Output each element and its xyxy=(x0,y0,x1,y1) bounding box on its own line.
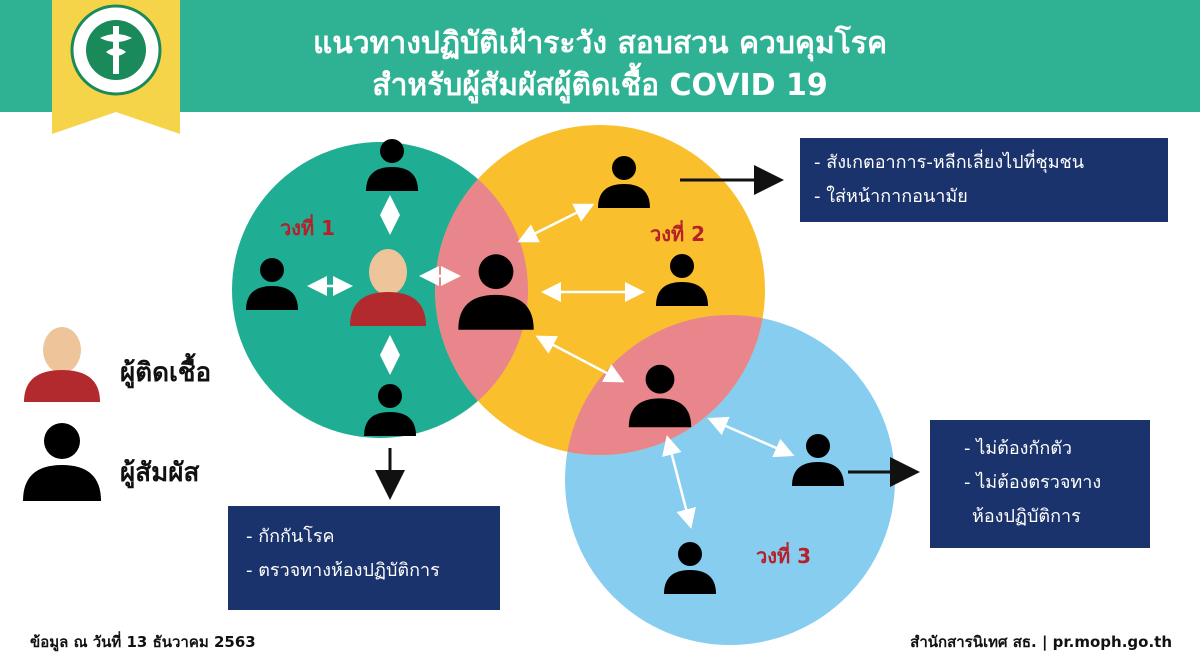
link-arrow xyxy=(662,435,696,529)
ring3-action-item: - ไม่ต้องกักตัว xyxy=(964,438,1073,459)
ring1-action-item: - กักกันโรค xyxy=(246,526,335,547)
ring3-action-item: ห้องปฏิบัติการ xyxy=(972,506,1081,527)
ring3-action-box: - ไม่ต้องกักตัว - ไม่ต้องตรวจทาง ห้องปฏิ… xyxy=(930,420,1150,548)
contact-person-icon xyxy=(664,542,716,594)
page-title-line2: สำหรับผู้สัมผัสผู้ติดเชื้อ COVID 19 xyxy=(372,68,828,103)
ring-3-label: วงที่ 3 xyxy=(756,544,812,568)
link-arrow xyxy=(517,203,595,243)
ring-overlap-2-3 xyxy=(565,315,765,455)
ring1-action-box: - กักกันโรค - ตรวจทางห้องปฏิบัติการ xyxy=(228,506,500,610)
contact-person-icon xyxy=(364,384,416,436)
ring1-action-item: - ตรวจทางห้องปฏิบัติการ xyxy=(246,560,440,581)
ring3-action-item: - ไม่ต้องตรวจทาง xyxy=(964,472,1102,493)
footer-source: สำนักสารนิเทศ สธ. | pr.moph.go.th xyxy=(910,633,1172,651)
legend-infected-icon xyxy=(24,327,100,402)
header-banner xyxy=(0,0,1200,112)
ring2-action-item: - ใส่หน้ากากอนามัย xyxy=(814,186,968,207)
legend-contact-label: ผู้สัมผัส xyxy=(120,458,200,488)
page-title-line1: แนวทางปฏิบัติเฝ้าระวัง สอบสวน ควบคุมโรค xyxy=(312,26,888,61)
ring2-action-item: - สังเกตอาการ-หลีกเลี่ยงไปที่ชุมชน xyxy=(814,152,1085,173)
legend-contact-icon xyxy=(23,423,101,501)
ring-1-label: วงที่ 1 xyxy=(280,216,336,240)
ring-2-label: วงที่ 2 xyxy=(650,222,706,246)
contact-person-icon xyxy=(366,139,418,191)
link-arrow xyxy=(535,335,625,383)
moph-logo xyxy=(52,0,180,134)
contact-person-icon xyxy=(598,156,650,208)
contact-person-icon xyxy=(246,258,298,310)
contact-person-icon xyxy=(656,254,708,306)
contact-person-icon xyxy=(458,254,534,330)
link-arrow xyxy=(707,416,795,458)
legend-infected-label: ผู้ติดเชื้อ xyxy=(120,358,212,388)
contact-person-icon xyxy=(628,364,692,428)
footer-date: ข้อมูล ณ วันที่ 13 ธันวาคม 2563 xyxy=(30,633,256,651)
ring2-action-box: - สังเกตอาการ-หลีกเลี่ยงไปที่ชุมชน - ใส่… xyxy=(800,138,1168,222)
infected-person-icon xyxy=(350,249,426,326)
contact-person-icon xyxy=(792,434,844,486)
